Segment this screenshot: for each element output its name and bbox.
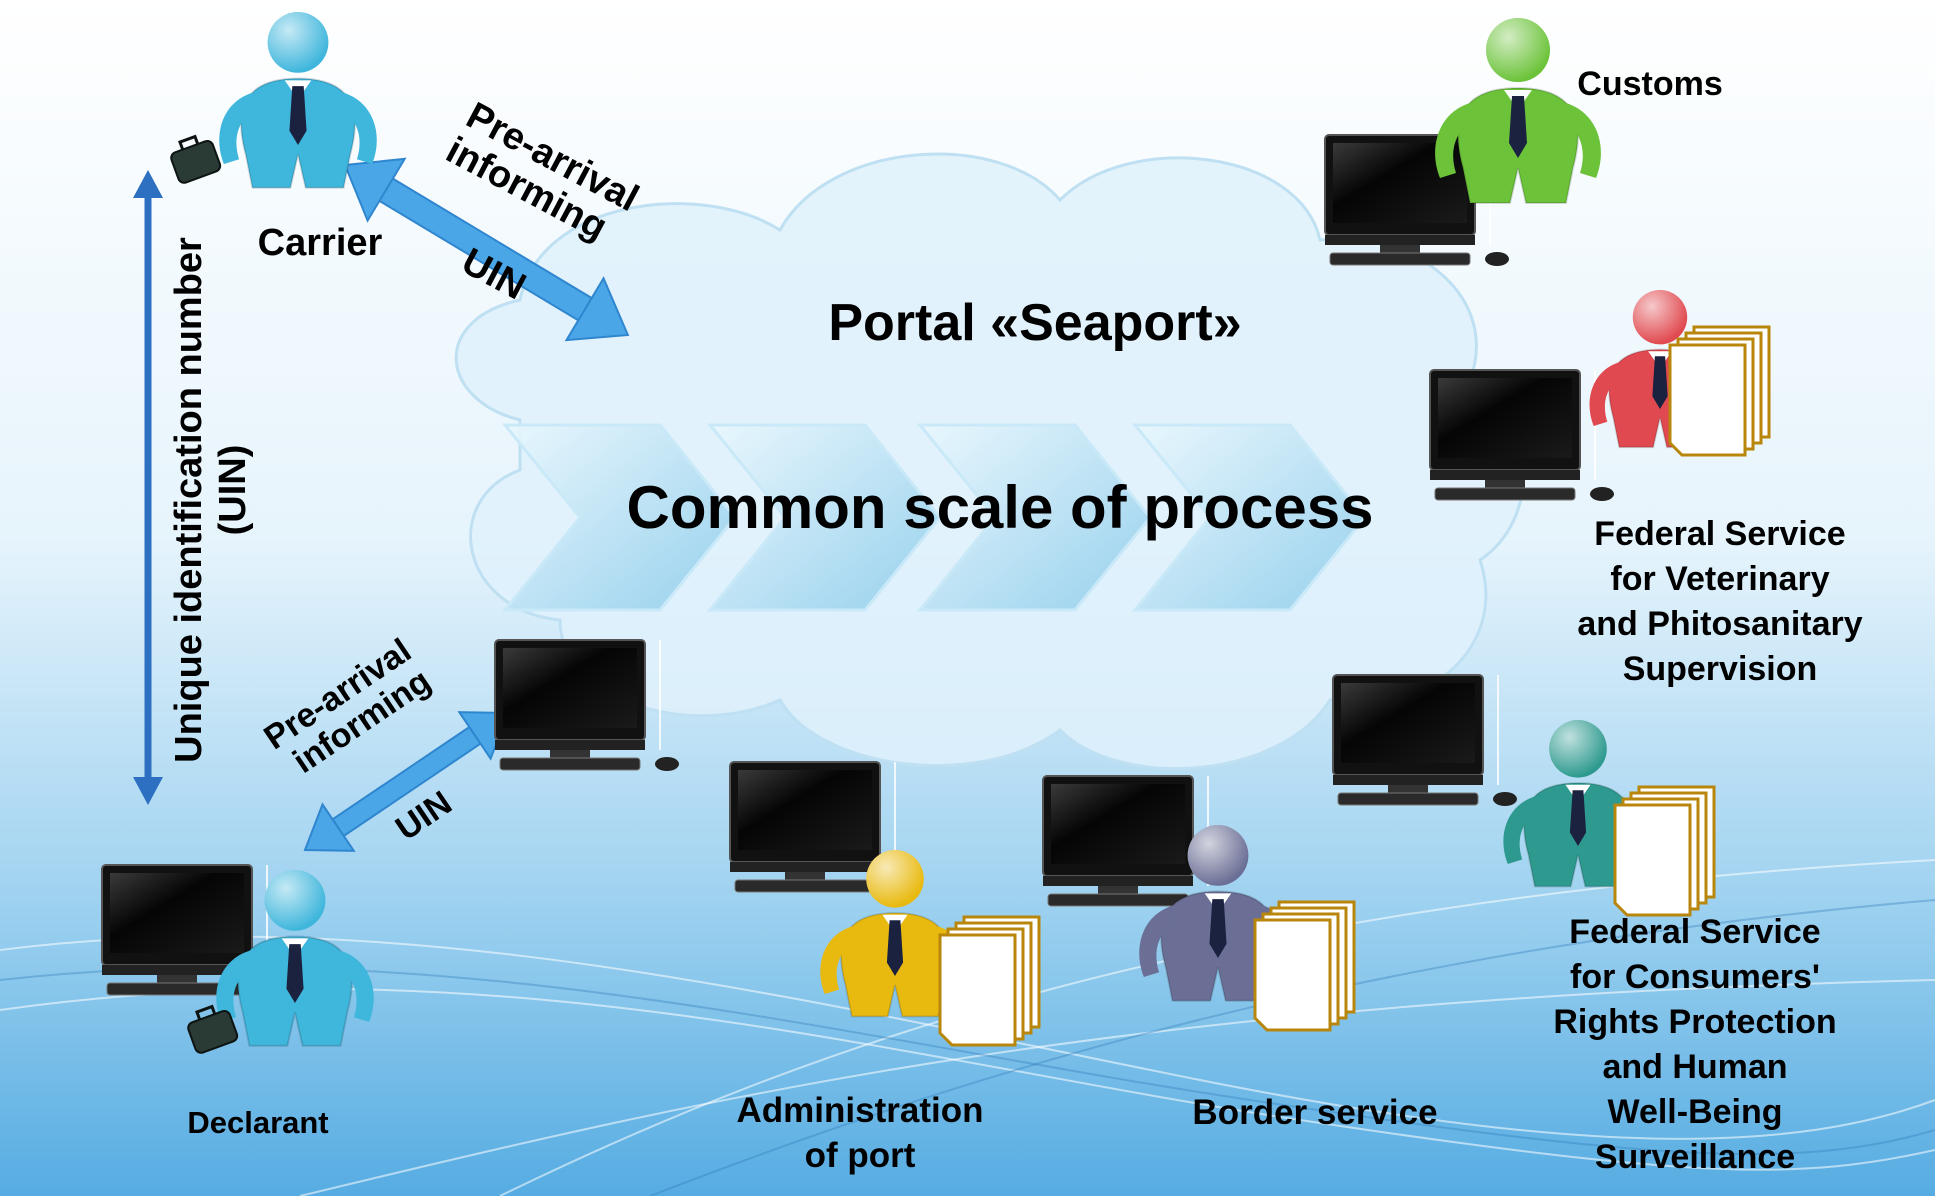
process-chevron-3 — [916, 423, 1152, 612]
people — [170, 12, 1771, 1054]
consumers-label-line6: Surveillance — [1595, 1138, 1795, 1176]
declarant-person — [216, 870, 374, 1047]
port-label: Administration of port — [737, 1091, 984, 1175]
consumers-computer — [1332, 674, 1517, 806]
consumers-documents-icon — [1613, 785, 1716, 917]
consumers-label: Federal Service for Consumers' Rights Pr… — [1553, 913, 1836, 1176]
process-chevron-1 — [501, 423, 737, 612]
border-label: Border service — [1192, 1093, 1437, 1132]
consumers-label-line5: Well-Being — [1607, 1093, 1782, 1131]
consumers-label-line4: and Human — [1602, 1048, 1787, 1086]
customs-person — [1435, 18, 1601, 204]
port-label-line1: Administration — [737, 1091, 984, 1130]
border-computer — [1042, 775, 1227, 907]
consumers-label-line1: Federal Service — [1569, 913, 1820, 951]
veterinary-label-line4: Supervision — [1623, 650, 1818, 688]
background-dark-swooshes — [0, 899, 1935, 1197]
portal-title: Portal «Seaport» — [828, 294, 1241, 352]
carrier-label: Carrier — [258, 222, 383, 264]
declarant-label: Declarant — [187, 1105, 328, 1140]
uin-vertical-arrow — [133, 170, 163, 805]
carrier-briefcase-icon — [170, 134, 222, 184]
process-chevron-4 — [1131, 423, 1367, 612]
process-chevron-2 — [706, 423, 942, 612]
consumers-label-line2: for Consumers' — [1570, 958, 1820, 996]
veterinary-label-line1: Federal Service — [1594, 515, 1845, 553]
customs-label: Customs — [1577, 65, 1722, 103]
veterinary-documents-icon — [1668, 325, 1771, 457]
carrier-portal-arrow — [343, 157, 630, 342]
uin-vertical-label-line1: Unique identification number — [168, 237, 210, 763]
veterinary-computer — [1429, 369, 1614, 501]
declarant-briefcase-icon — [187, 1004, 239, 1054]
consumers-label-line3: Rights Protection — [1553, 1003, 1836, 1041]
port-person — [820, 850, 970, 1018]
border-person — [1139, 825, 1297, 1002]
process-title: Common scale of process — [627, 474, 1374, 541]
computers — [101, 134, 1614, 996]
veterinary-label: Federal Service for Veterinary and Phito… — [1577, 515, 1862, 688]
process-chevrons — [501, 423, 1367, 612]
border-documents-icon — [1253, 900, 1356, 1032]
carrier-person — [219, 12, 377, 189]
veterinary-label-line3: and Phitosanitary — [1577, 605, 1862, 643]
uin-vertical-label-line2: (UIN) — [212, 445, 254, 536]
port-label-line2: of port — [805, 1136, 916, 1175]
port-documents-icon — [938, 915, 1041, 1047]
veterinary-label-line2: for Veterinary — [1610, 560, 1829, 598]
declarant-portal-computer — [494, 639, 679, 771]
